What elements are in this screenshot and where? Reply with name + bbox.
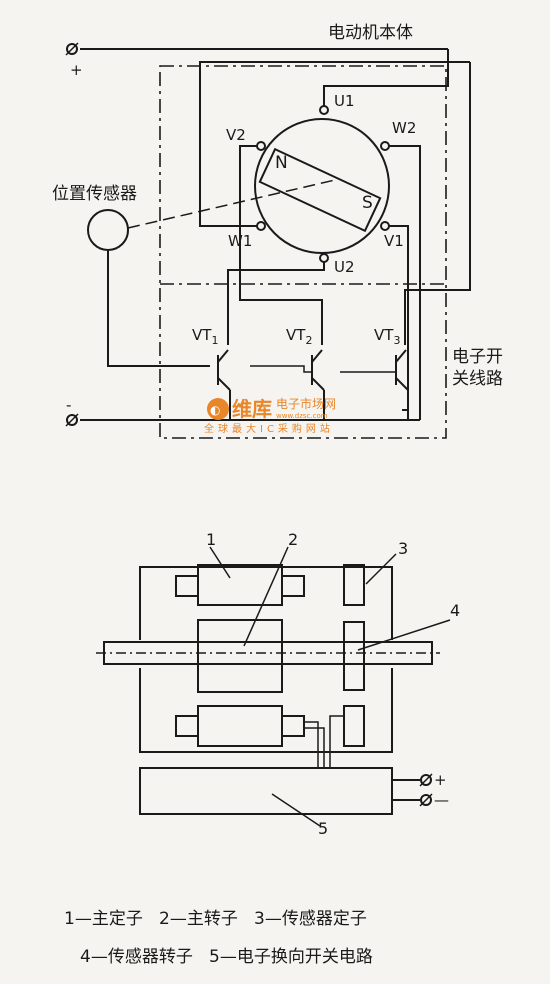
terminal-v2: V2 [226, 126, 246, 144]
housing-top [139, 566, 393, 640]
terminal-w2: W2 [392, 119, 416, 137]
callout-1: 1 [206, 530, 216, 549]
rotor-magnet [258, 147, 382, 233]
terminal-u2: U2 [334, 258, 355, 276]
circuit-minus-label: — [434, 791, 449, 809]
sensor-stator-top [343, 564, 365, 606]
legend-line-2: 4—传感器转子 5—电子换向开关电路 [80, 947, 373, 967]
vt3-label: VT3 [374, 326, 400, 347]
watermark-line2: 全球最大IC采购网站 [204, 422, 334, 435]
negative-terminal [66, 414, 78, 426]
commutation-circuit [139, 767, 393, 815]
sensor-axis-line [127, 179, 336, 229]
transistor-vt3 [340, 349, 409, 420]
bottom-cross-section: + — 1 2 3 4 5 [96, 530, 460, 838]
callout-4: 4 [450, 601, 460, 620]
circuit-plus-terminal [420, 774, 432, 786]
callout-2: 2 [288, 530, 298, 549]
position-sensor-label: 位置传感器 [52, 184, 137, 204]
watermark-brand: 维库 [232, 397, 272, 421]
circuit-plus-label: + [434, 771, 447, 789]
callout-3: 3 [398, 539, 408, 558]
terminal-u1: U1 [334, 92, 355, 110]
sensor-stator-bottom [343, 705, 365, 747]
sensor-rotor [343, 621, 365, 691]
circuit-minus-terminal [420, 794, 432, 806]
motor-stator-circle [254, 118, 390, 254]
plus-label: + [70, 61, 83, 79]
legend-line-1: 1—主定子 2—主转子 3—传感器定子 [64, 909, 367, 929]
motor-body-enclosure [159, 65, 447, 439]
minus-label: - [66, 396, 71, 414]
watermark-logo-icon [207, 398, 229, 420]
positive-terminal [66, 43, 78, 55]
main-stator-top [197, 564, 283, 606]
housing-bottom [139, 668, 393, 753]
transistor-vt2 [250, 349, 325, 420]
watermark: ◐ 维库 电子市场网 www.dzsc.com 全球最大IC采购网站 [204, 396, 336, 435]
switch-circuit-label-1: 电子开 [452, 347, 503, 367]
callout-5: 5 [318, 819, 328, 838]
vt2-label: VT2 [286, 326, 312, 347]
switch-circuit-label-2: 关线路 [452, 369, 503, 389]
motor-body-label: 电动机本体 [328, 23, 413, 43]
main-stator-bottom [197, 705, 283, 747]
rotor-north: N [275, 153, 288, 173]
svg-text:◐: ◐ [210, 403, 220, 417]
terminal-v1: V1 [384, 232, 404, 250]
position-sensor-icon [87, 209, 129, 251]
transistor-vt1 [217, 349, 231, 420]
rotor-south: S [362, 193, 373, 213]
watermark-line1: 电子市场网 [276, 396, 336, 411]
watermark-url: www.dzsc.com [276, 412, 328, 420]
main-rotor [197, 619, 283, 693]
terminal-w1: W1 [228, 232, 252, 250]
top-schematic: 电动机本体 + - 位置传感器 U1 U2 V2 W2 W1 V1 N S VT… [52, 23, 503, 439]
vt1-label: VT1 [192, 326, 218, 347]
